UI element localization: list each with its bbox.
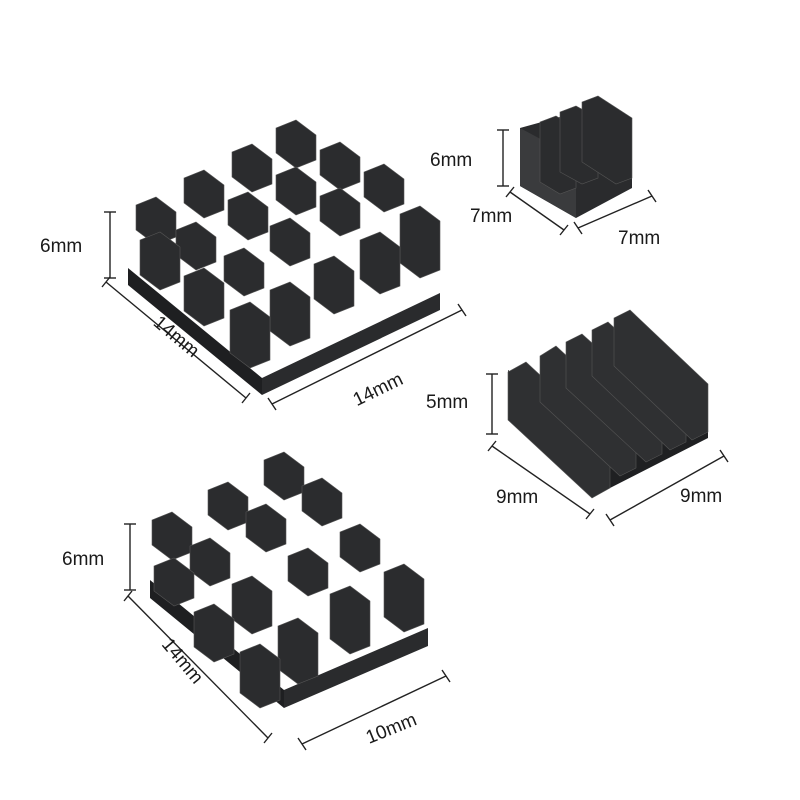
pin-fins xyxy=(151,451,425,709)
medium-width-label: 9mm xyxy=(680,486,722,507)
heatsink-large-square: 6mm 14mm 14mm xyxy=(40,119,467,411)
straight-fins xyxy=(507,309,709,499)
small-height-label: 6mm xyxy=(430,150,472,171)
heatsink-small: 6mm 7mm 7mm xyxy=(430,95,660,249)
small-depth-label: 7mm xyxy=(470,206,512,227)
heatsink-rectangular: 6mm 14mm 10mm xyxy=(62,451,451,751)
heatsink-medium: 5mm 9mm 9mm xyxy=(426,309,729,527)
medium-height-label: 5mm xyxy=(426,392,468,413)
rectangular-width-label: 10mm xyxy=(363,709,420,748)
medium-depth-label: 9mm xyxy=(496,487,538,508)
rectangular-height-label: 6mm xyxy=(62,549,104,570)
large-square-height-label: 6mm xyxy=(40,236,82,257)
pin-fins xyxy=(135,119,441,369)
small-width-label: 7mm xyxy=(618,228,660,249)
large-square-width-label: 14mm xyxy=(350,369,407,411)
straight-fins xyxy=(539,95,633,195)
